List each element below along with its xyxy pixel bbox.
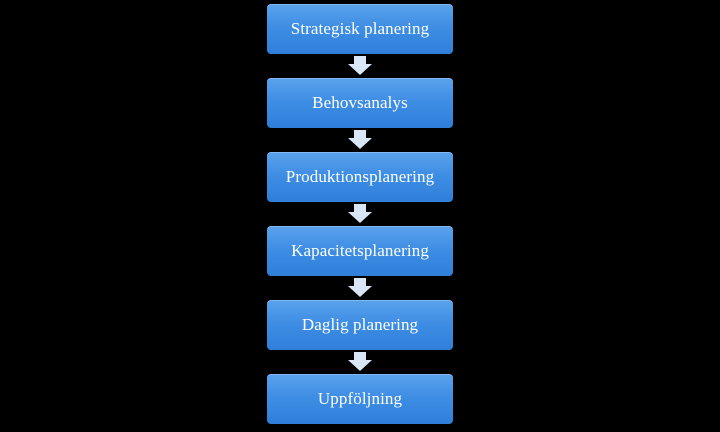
step-box-daglig-planering: Daglig planering: [267, 300, 453, 350]
step-label: Kapacitetsplanering: [291, 241, 429, 260]
step-box-uppfoljning: Uppföljning: [267, 374, 453, 424]
step-box-produktionsplanering: Produktionsplanering: [267, 152, 453, 202]
step-label: Daglig planering: [301, 315, 419, 334]
step-box-kapacitetsplanering: Kapacitetsplanering: [267, 226, 453, 276]
down-arrow-icon: [348, 278, 372, 297]
step-label: Strategisk planering: [290, 19, 430, 38]
step-label: Uppföljning: [317, 389, 403, 408]
down-arrow-icon: [348, 352, 372, 371]
step-box-strategisk-planering: Strategisk planering: [267, 4, 453, 54]
down-arrow-icon: [348, 130, 372, 149]
step-label: Produktionsplanering: [285, 167, 435, 186]
step-box-behovsanalys: Behovsanalys: [267, 78, 453, 128]
down-arrow-icon: [348, 56, 372, 75]
down-arrow-icon: [348, 204, 372, 223]
step-label: Behovsanalys: [312, 93, 408, 112]
